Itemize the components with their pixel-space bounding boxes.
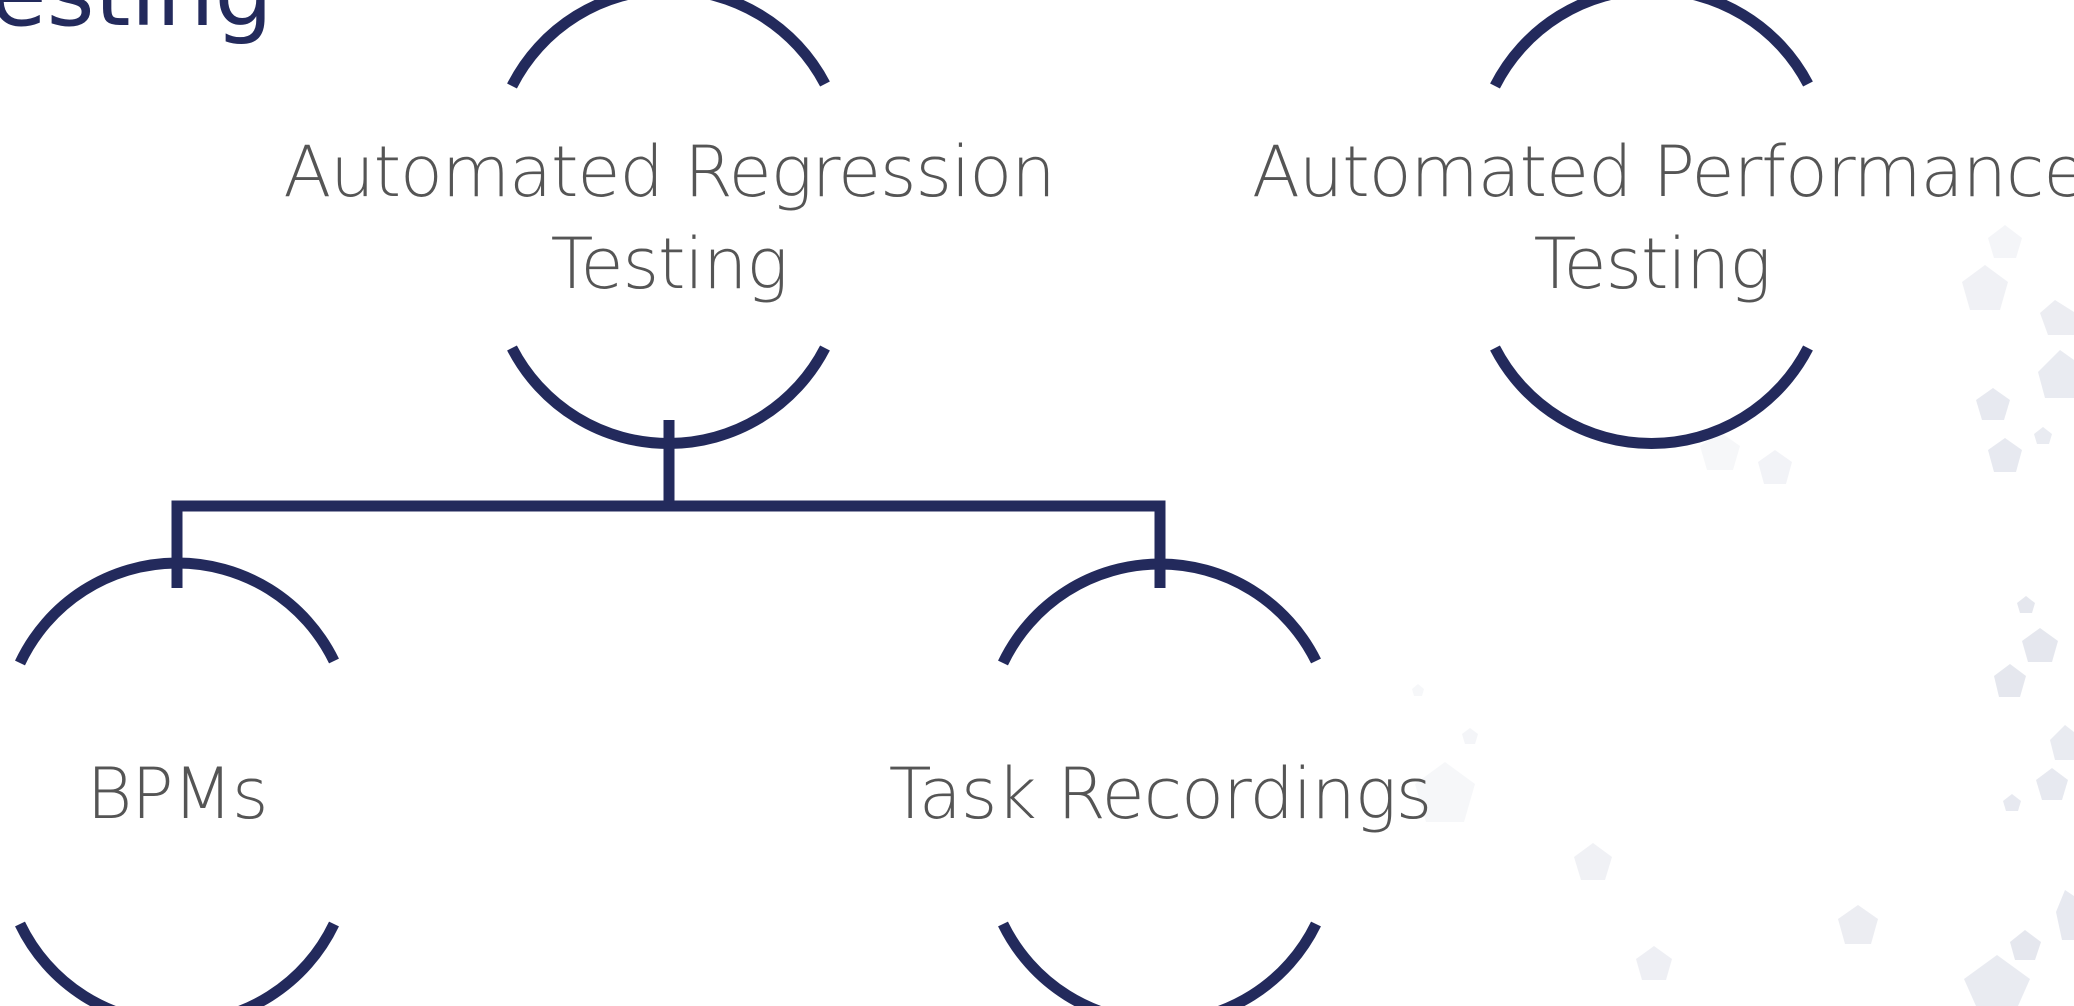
node-label-line: Automated Performance xyxy=(1252,131,2074,213)
node-bpms: BPMs xyxy=(27,748,327,840)
decor-pentagon xyxy=(1415,762,1475,822)
node-label-line: Task Recordings xyxy=(888,753,1432,835)
decor-pentagon xyxy=(2034,427,2052,444)
decor-pentagon xyxy=(1574,843,1612,880)
node-automated-regression-testing: Automated Regression Testing xyxy=(269,126,1069,310)
decor-pentagon xyxy=(1988,438,2022,472)
regression-node-top-arc xyxy=(507,0,830,89)
decor-pentagon xyxy=(1964,955,2030,1006)
node-label-line: BPMs xyxy=(86,753,269,835)
decor-pentagon xyxy=(1988,225,2022,258)
decor-pentagon xyxy=(1462,728,1478,744)
node-label-line: Testing xyxy=(550,223,789,305)
decor-pentagon xyxy=(2017,596,2035,613)
decor-pentagon xyxy=(1994,664,2026,697)
decor-pentagon xyxy=(1412,684,1424,696)
decor-pentagon xyxy=(2010,930,2041,960)
decor-pentagon xyxy=(1700,432,1740,470)
node-automated-performance-testing: Automated Performance Testing xyxy=(1252,126,2074,310)
task-recordings-node-bottom-arc xyxy=(998,921,1321,1006)
connector-branch xyxy=(171,500,1166,588)
bpms-node-bottom-arc xyxy=(15,921,339,1006)
slide-title-fragment: esting xyxy=(0,0,273,40)
node-label-line: Testing xyxy=(1533,223,1772,305)
decor-pentagon xyxy=(2038,350,2074,398)
performance-node-top-arc xyxy=(1490,0,1813,89)
decor-pentagon xyxy=(1758,450,1792,484)
decor-pentagon xyxy=(2050,725,2074,760)
decor-pentagon xyxy=(1636,946,1672,980)
node-label-line: Automated Regression xyxy=(283,131,1055,213)
decor-pentagon xyxy=(2003,794,2021,811)
decor-pentagon xyxy=(1962,265,2008,310)
decor-pentagon xyxy=(2036,768,2068,800)
background-decoration xyxy=(1412,225,2074,1006)
decor-pentagon xyxy=(2056,890,2074,940)
decor-pentagon xyxy=(1838,905,1878,944)
tree-structure xyxy=(15,0,1813,1006)
performance-node-bottom-arc xyxy=(1490,345,1813,449)
decor-pentagon xyxy=(1976,388,2010,420)
decor-pentagon xyxy=(2022,628,2058,662)
decor-pentagon xyxy=(2040,300,2074,335)
node-task-recordings: Task Recordings xyxy=(810,748,1510,840)
